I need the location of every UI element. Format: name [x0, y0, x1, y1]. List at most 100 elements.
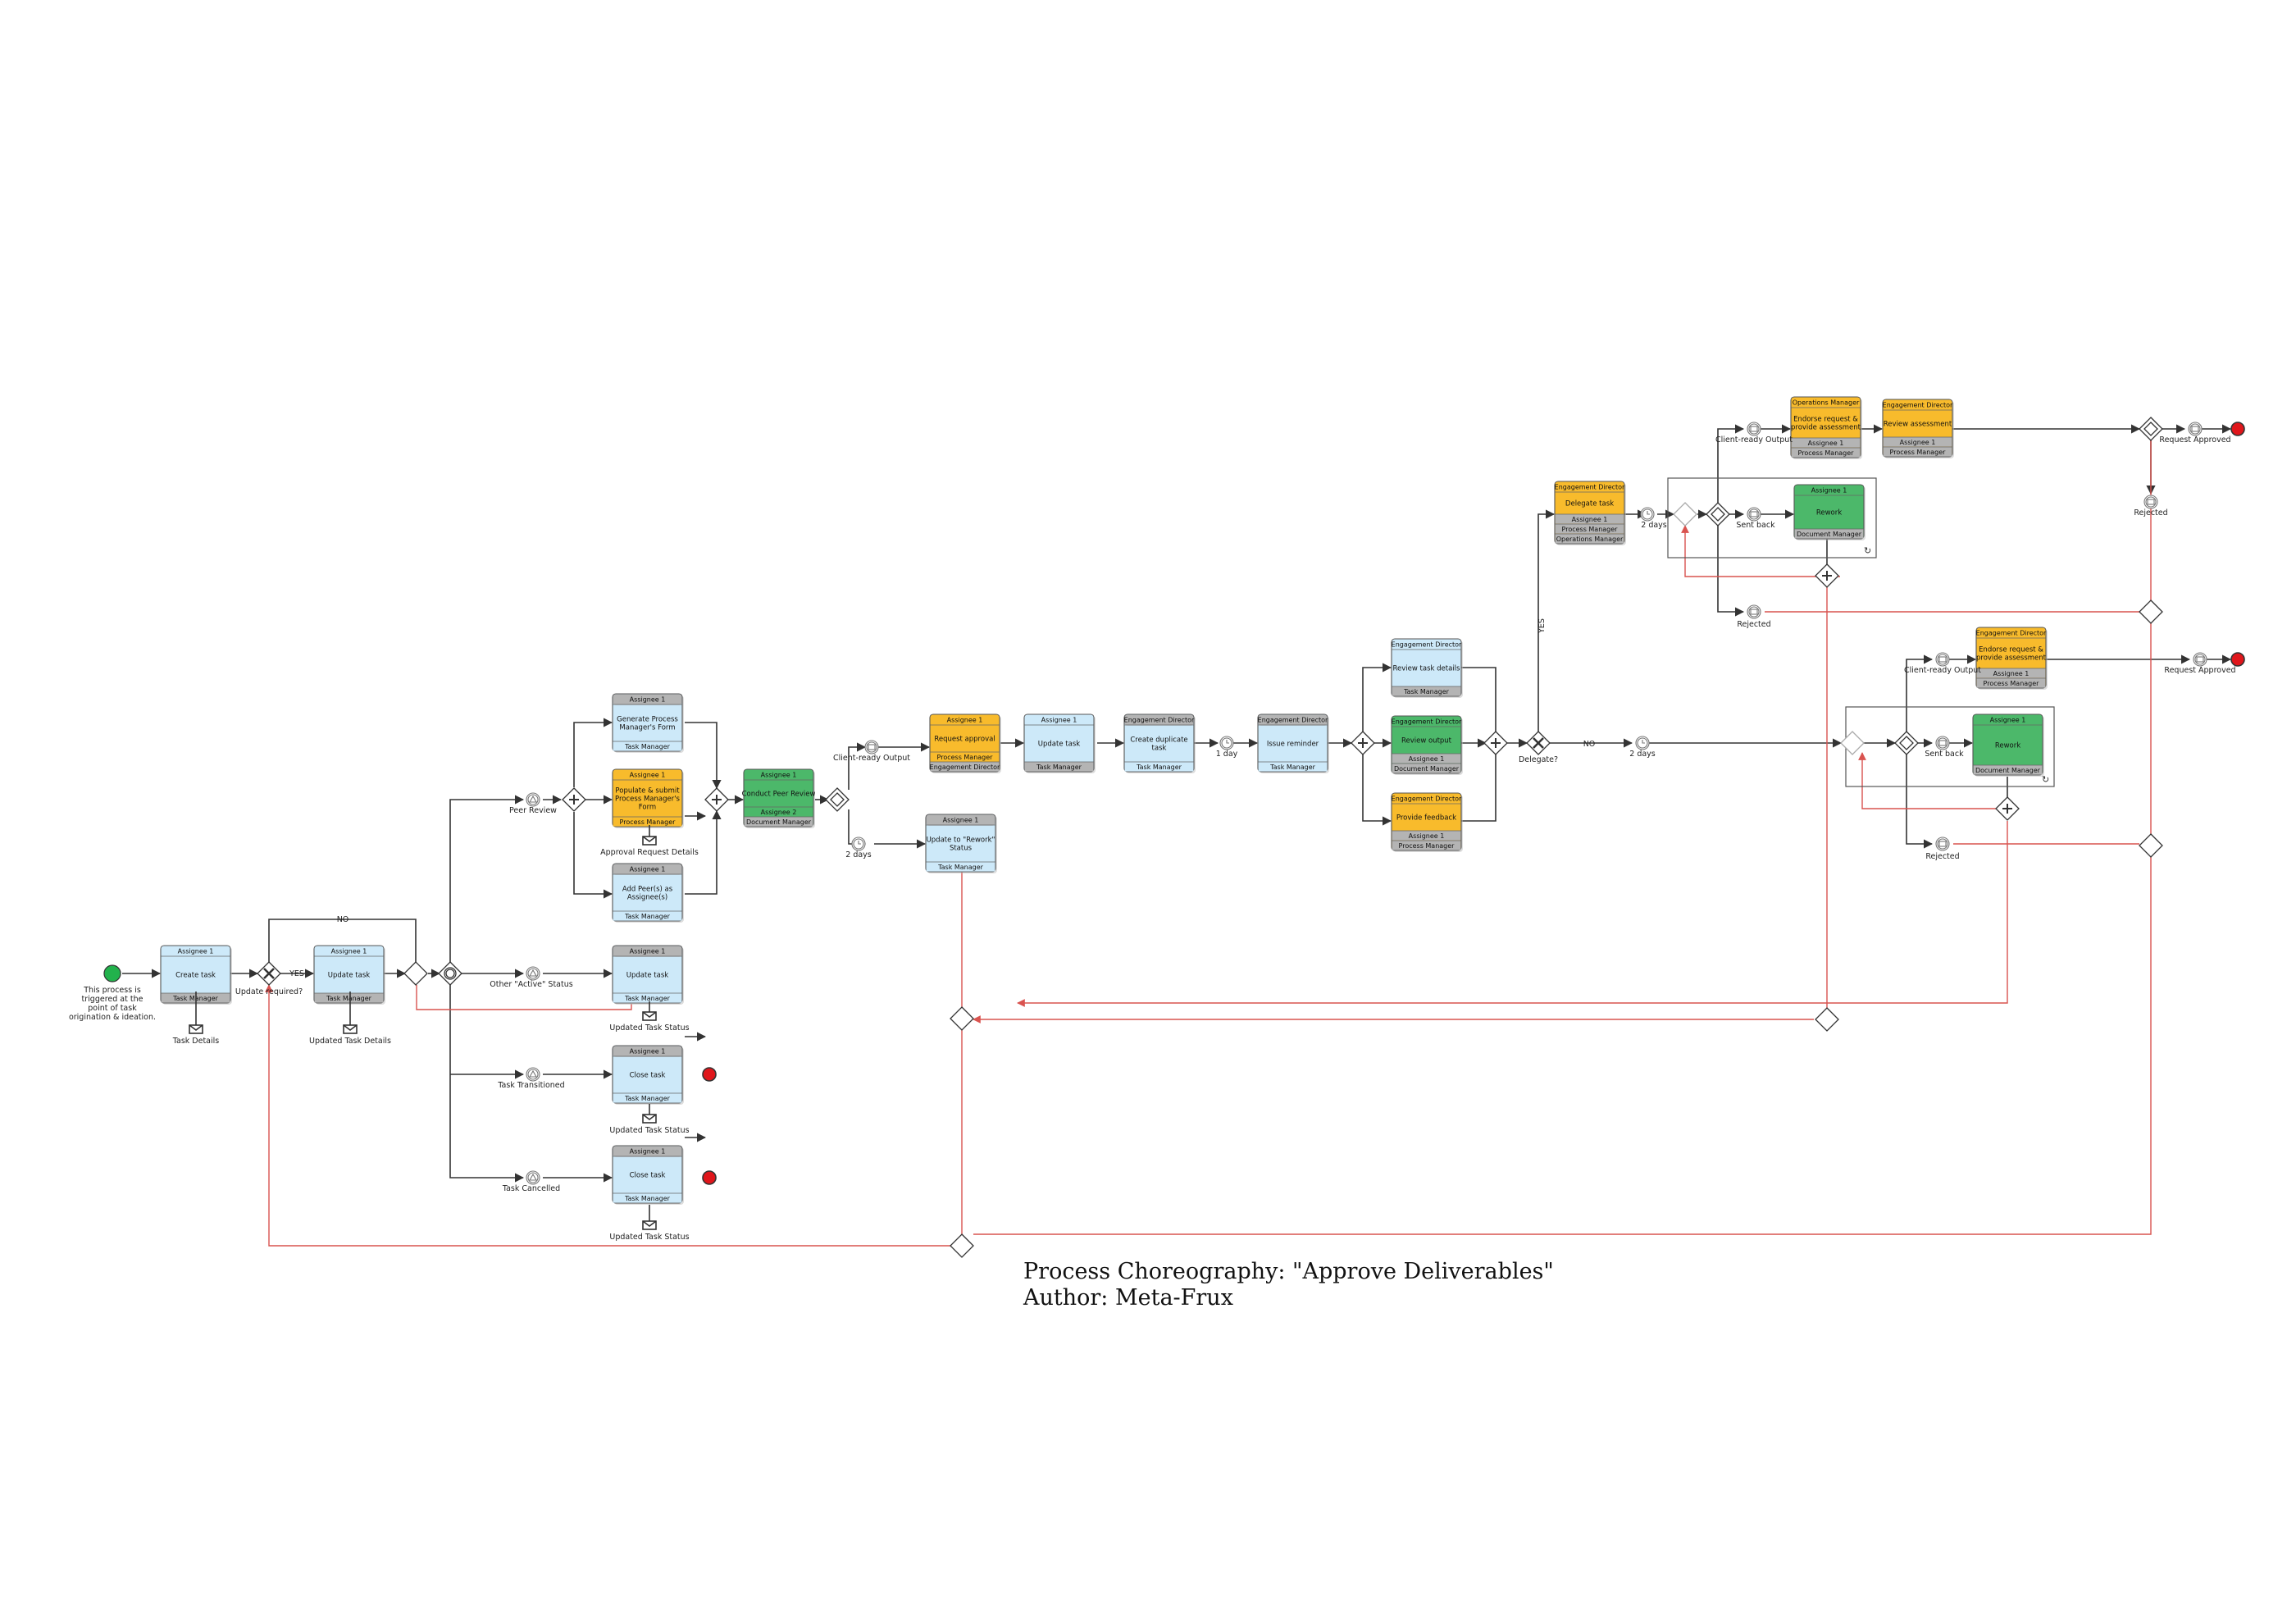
parallel-gateway-join-2[interactable] — [1483, 731, 1508, 755]
task-participant-band — [613, 1093, 682, 1103]
task-top-band — [613, 1146, 682, 1157]
event-gateway-assessment-2[interactable] — [1894, 731, 1919, 755]
exclusive-gateway-delegate[interactable] — [1526, 731, 1551, 755]
task-participant-band — [1791, 438, 1861, 448]
task-initiator: Assignee 1 — [943, 817, 979, 824]
task-initiator: Engagement Director — [1392, 641, 1462, 649]
merge-gateway[interactable] — [950, 1233, 974, 1258]
end-event[interactable] — [2230, 422, 2245, 436]
task-initiator: Assignee 1 — [331, 948, 367, 955]
end-event[interactable] — [2230, 652, 2245, 667]
merge-gateway[interactable] — [1673, 502, 1697, 527]
event-label: Task Transitioned — [497, 1081, 564, 1090]
task-participant-band — [926, 862, 995, 872]
event-gateway-approval-1[interactable] — [2139, 417, 2163, 441]
timer-event-2-days[interactable] — [1635, 736, 1650, 750]
merge-gateway[interactable] — [950, 1006, 974, 1031]
message-event-client-ready[interactable] — [1935, 652, 1950, 667]
end-event[interactable] — [702, 1170, 717, 1185]
event-gateway-output[interactable] — [825, 787, 850, 812]
message-event-rejected[interactable] — [1747, 604, 1761, 619]
condition-event-transitioned[interactable] — [526, 1067, 540, 1082]
message-event-approved[interactable] — [2188, 422, 2203, 436]
task-name: Process Manager's — [615, 796, 681, 804]
event-gateway-assessment-1[interactable] — [1706, 502, 1730, 527]
timer-event-2-days[interactable] — [1640, 507, 1655, 522]
task-top-band — [1392, 639, 1461, 650]
task-participant-band — [1392, 831, 1461, 841]
merge-gateway[interactable] — [403, 961, 428, 986]
start-note: point of task — [88, 1004, 137, 1013]
message-event-sent-back[interactable] — [1747, 507, 1761, 522]
merge-gateway[interactable] — [1840, 731, 1865, 755]
merge-gateway[interactable] — [1815, 1007, 1839, 1032]
message-event-rejected[interactable] — [2143, 495, 2158, 509]
message-event-rejected[interactable] — [1935, 837, 1950, 851]
event-label: Rejected — [1737, 620, 1770, 629]
merge-gateway[interactable] — [2139, 833, 2163, 858]
task-body — [1123, 713, 1195, 773]
timer-event-2-days[interactable] — [851, 837, 866, 851]
condition-event-peer-review[interactable] — [526, 792, 540, 807]
parallel-gateway-split-2[interactable] — [1351, 731, 1375, 755]
task-participant: Assignee 2 — [761, 809, 797, 816]
task-participant-band — [1258, 762, 1328, 772]
task-name: Review assessment — [1884, 421, 1952, 429]
task-name: Close task — [630, 1172, 666, 1180]
message-event-sent-back[interactable] — [1935, 736, 1950, 750]
task-name: Update task — [1038, 741, 1080, 749]
parallel-gateway-join-1[interactable] — [704, 787, 729, 812]
exclusive-gateway-update-required[interactable] — [257, 961, 281, 986]
event-label: Client-ready Output — [1715, 435, 1793, 445]
intermediate-events — [526, 422, 2207, 1185]
message-event-client-ready[interactable] — [864, 740, 879, 755]
message-label: Updated Task Details — [309, 1037, 391, 1046]
gateway-label: Delegate? — [1519, 755, 1558, 764]
end-event[interactable] — [702, 1067, 717, 1082]
merge-gateway[interactable] — [2139, 600, 2163, 624]
task-initiator: Assignee 1 — [630, 772, 666, 779]
message-event-approved[interactable] — [2193, 652, 2207, 667]
event-gateway-status[interactable] — [438, 961, 462, 986]
start-event[interactable] — [103, 964, 121, 982]
parallel-gateway-rework-1[interactable] — [1815, 563, 1839, 588]
parallel-gateway-rework-2[interactable] — [1995, 796, 2020, 821]
parallel-gateway-split-1[interactable] — [562, 787, 586, 812]
task-participant: Document Manager — [1975, 767, 2041, 774]
task-body — [612, 768, 683, 827]
task-participant-band — [1883, 437, 1952, 447]
task-initiator: Assignee 1 — [947, 717, 983, 724]
loop-icon: ↻ — [2042, 774, 2049, 785]
condition-event-cancelled[interactable] — [526, 1170, 540, 1185]
task-participant-band — [1555, 524, 1624, 534]
timer-event-1-day[interactable] — [1219, 736, 1234, 750]
gateway-label: Update required? — [235, 987, 303, 996]
condition-event-active-status[interactable] — [526, 966, 540, 981]
message-event-client-ready[interactable] — [1747, 422, 1761, 436]
event-label: 2 days — [1641, 521, 1667, 530]
